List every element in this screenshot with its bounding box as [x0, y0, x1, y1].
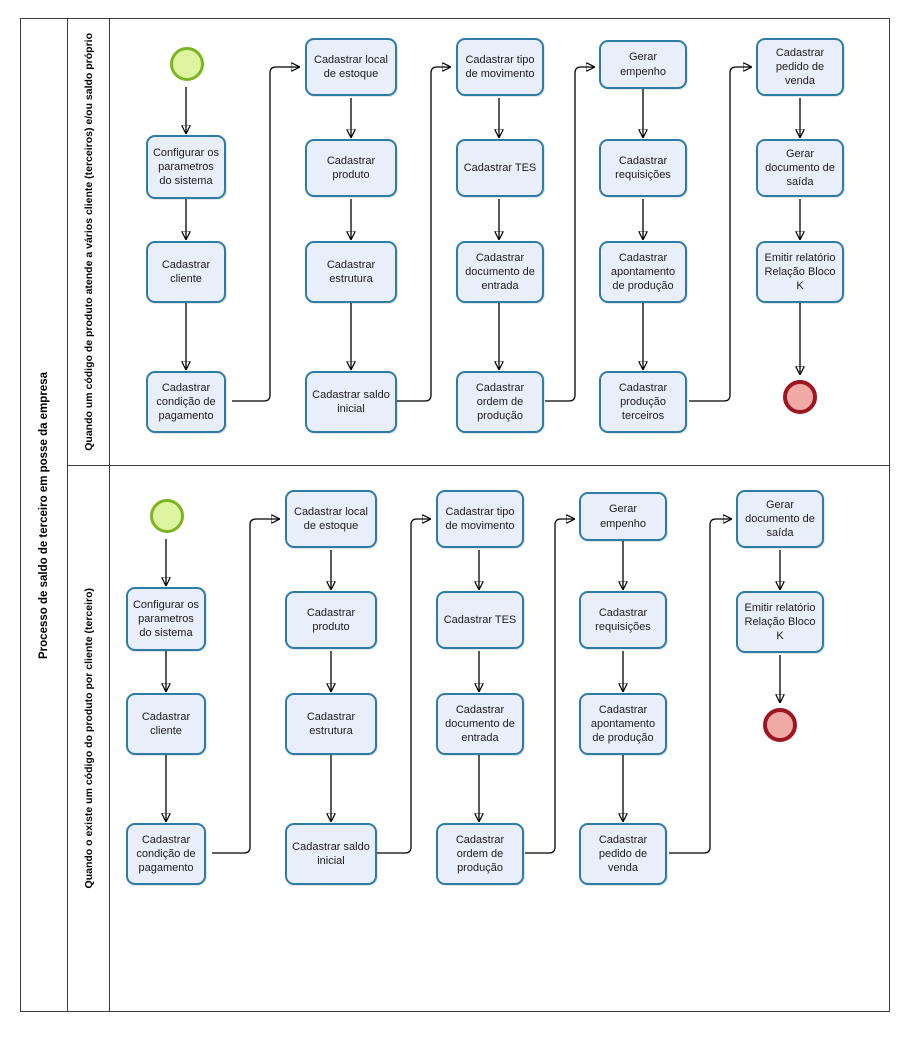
task-l1-c5-2[interactable]: Gerar documento de saída	[756, 139, 844, 197]
task-l1-c1-2[interactable]: Cadastrar cliente	[146, 241, 226, 303]
lane-title-2: Quando o existe um código do produto por…	[68, 465, 110, 1012]
task-l1-c2-2[interactable]: Cadastrar produto	[305, 139, 397, 197]
start-event-lane-1[interactable]	[170, 47, 204, 81]
lane-divider	[68, 465, 890, 466]
task-l2-c4-4[interactable]: Cadastrar pedido de venda	[579, 823, 667, 885]
task-l1-c4-4[interactable]: Cadastrar produção terceiros	[599, 371, 687, 433]
end-event-lane-2[interactable]	[763, 708, 797, 742]
task-l1-c3-1[interactable]: Cadastrar tipo de movimento	[456, 38, 544, 96]
task-l2-c3-3[interactable]: Cadastrar documento de entrada	[436, 693, 524, 755]
task-l1-c3-4[interactable]: Cadastrar ordem de produção	[456, 371, 544, 433]
task-l2-c2-3[interactable]: Cadastrar estrutura	[285, 693, 377, 755]
task-l2-c3-4[interactable]: Cadastrar ordem de produção	[436, 823, 524, 885]
lane-label-2: Quando o existe um código do produto por…	[82, 588, 95, 889]
task-l1-c1-3[interactable]: Cadastrar condição de pagamento	[146, 371, 226, 433]
start-event-lane-2[interactable]	[150, 499, 184, 533]
task-l2-c3-2[interactable]: Cadastrar TES	[436, 591, 524, 649]
lane-label-1: Quando um código de produto atende a vár…	[82, 32, 95, 451]
task-l1-c4-1[interactable]: Gerar empenho	[599, 40, 687, 89]
end-event-lane-1[interactable]	[783, 380, 817, 414]
task-l1-c4-3[interactable]: Cadastrar apontamento de produção	[599, 241, 687, 303]
task-l2-c1-2[interactable]: Cadastrar cliente	[126, 693, 206, 755]
task-l2-c2-4[interactable]: Cadastrar saldo inicial	[285, 823, 377, 885]
task-l2-c1-3[interactable]: Cadastrar condição de pagamento	[126, 823, 206, 885]
task-l2-c5-1[interactable]: Gerar documento de saída	[736, 490, 824, 548]
pool-title: Processo de saldo de terceiro em posse d…	[20, 18, 68, 1012]
task-l1-c5-1[interactable]: Cadastrar pedido de venda	[756, 38, 844, 96]
task-l1-c2-4[interactable]: Cadastrar saldo inicial	[305, 371, 397, 433]
task-l1-c5-3[interactable]: Emitir relatório Relação Bloco K	[756, 241, 844, 303]
task-l2-c1-1[interactable]: Configurar os parametros do sistema	[126, 587, 206, 651]
pool-title-label: Processo de saldo de terceiro em posse d…	[37, 371, 50, 659]
pool-frame	[20, 18, 890, 1012]
task-l1-c2-3[interactable]: Cadastrar estrutura	[305, 241, 397, 303]
task-l2-c4-3[interactable]: Cadastrar apontamento de produção	[579, 693, 667, 755]
task-l1-c2-1[interactable]: Cadastrar local de estoque	[305, 38, 397, 96]
task-l1-c3-3[interactable]: Cadastrar documento de entrada	[456, 241, 544, 303]
task-l2-c2-1[interactable]: Cadastrar local de estoque	[285, 490, 377, 548]
task-l1-c4-2[interactable]: Cadastrar requisições	[599, 139, 687, 197]
task-l2-c4-2[interactable]: Cadastrar requisições	[579, 591, 667, 649]
task-l1-c3-2[interactable]: Cadastrar TES	[456, 139, 544, 197]
task-l1-c1-1[interactable]: Configurar os parametros do sistema	[146, 135, 226, 199]
lane-title-1: Quando um código de produto atende a vár…	[68, 18, 110, 465]
task-l2-c3-1[interactable]: Cadastrar tipo de movimento	[436, 490, 524, 548]
task-l2-c2-2[interactable]: Cadastrar produto	[285, 591, 377, 649]
task-l2-c4-1[interactable]: Gerar empenho	[579, 492, 667, 541]
task-l2-c5-2[interactable]: Emitir relatório Relação Bloco K	[736, 591, 824, 653]
